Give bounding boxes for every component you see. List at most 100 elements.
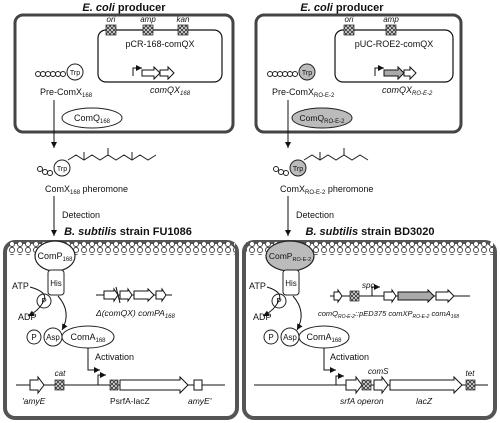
left-kan-site — [177, 24, 189, 36]
right-ori-label: ori — [345, 15, 354, 24]
left-strain-title: B. subtilis strain FU1086 — [64, 226, 192, 238]
svg-text:Trp: Trp — [70, 70, 80, 77]
right-adp-label: ADP — [253, 312, 272, 322]
left-plasmid-name: pCR-168-comQX — [125, 39, 194, 49]
left-amye-part2 — [193, 379, 203, 391]
left-activation-label: Activation — [95, 352, 134, 362]
right-pre-comx-chain: Trp — [267, 63, 316, 81]
left-comq-label: ComQ168 — [74, 113, 111, 125]
right-panel: E. coli producer ori amp pUC-ROE2-comQX … — [242, 2, 497, 420]
left-deletion-mark — [115, 286, 121, 304]
right-isoprenoid-chain — [303, 148, 369, 161]
left-kan-label: kan — [177, 15, 190, 24]
right-phosphotransfer-arrow — [292, 295, 303, 331]
left-amye2-label: amyE' — [188, 396, 212, 406]
svg-text:P: P — [276, 297, 281, 306]
left-comp-label: ComP168 — [37, 251, 73, 263]
right-ori-site — [343, 24, 355, 36]
svg-text:Trp: Trp — [293, 166, 303, 173]
left-cell — [3, 240, 239, 420]
right-tet-box — [465, 379, 476, 391]
left-ori-label: ori — [107, 15, 116, 24]
left-cat-label: cat — [55, 369, 66, 378]
left-comq-enzyme — [61, 107, 123, 129]
left-coma-label: ComA168 — [70, 332, 106, 344]
svg-text:P: P — [41, 297, 46, 306]
right-cluster-promoter — [371, 284, 380, 296]
left-deletion-label: Δ(comQX) comPA168 — [95, 308, 176, 320]
left-his-domain — [47, 269, 65, 296]
right-strain-title: B. subtilis strain BD3020 — [306, 226, 435, 238]
right-plasmid-name: pUC-ROE2-comQX — [355, 39, 434, 49]
right-his-domain — [282, 269, 300, 296]
svg-text:P: P — [31, 333, 36, 342]
right-detection-label: Detection — [296, 210, 334, 220]
right-pre-comx-label: Pre-ComXRO-E-2 — [272, 87, 335, 99]
right-comq-gene — [383, 65, 405, 81]
right-gene-cluster-label: comQRO-E-2::pED375 comXPRO-E-2 comA168 — [318, 309, 459, 320]
right-cluster-gene-1 — [333, 288, 343, 304]
left-cat-box — [54, 379, 65, 391]
left-producer-title: E. coli producer — [82, 2, 166, 14]
left-psrfa-box — [109, 379, 119, 391]
right-pheromone-label: ComXRO-E-2 pheromone — [280, 184, 373, 196]
right-coma-label: ComA168 — [306, 332, 342, 344]
left-producer-box — [13, 13, 235, 134]
right-phospho-asp — [263, 329, 279, 345]
left-del-gene-3 — [133, 287, 155, 303]
right-amp-site — [385, 24, 397, 36]
left-ori-site — [105, 24, 117, 36]
left-del-gene-2 — [119, 287, 133, 303]
svg-text:Trp: Trp — [302, 70, 312, 77]
left-psrfa-label: PsrfA-lacZ — [110, 396, 150, 406]
left-atp-label: ATP — [12, 281, 29, 291]
right-producer-title: E. coli producer — [300, 2, 384, 14]
left-amye-label: 'amyE — [22, 396, 46, 406]
left-pheromone-label: ComX168 pheromone — [45, 184, 128, 196]
left-lacz-gene — [119, 375, 189, 395]
right-srfa-gene-2 — [373, 375, 389, 395]
left-phospho-asp — [26, 329, 42, 345]
svg-text:Asp: Asp — [46, 333, 60, 342]
right-producer-box — [254, 13, 463, 134]
left-amp-label: amp — [140, 15, 156, 24]
right-comx-gene — [403, 65, 417, 81]
right-coma-gene — [435, 288, 455, 304]
right-atp-label: ATP — [249, 281, 266, 291]
left-pheromone: Trp — [37, 148, 157, 177]
left-isoprenoid-chain — [67, 148, 157, 161]
svg-text:Asp: Asp — [283, 333, 297, 342]
left-atp-arrow — [27, 286, 46, 317]
right-tet-label: tet — [466, 369, 476, 378]
left-activation-arrow — [87, 348, 100, 373]
left-pre-comx-chain: Trp — [35, 63, 84, 81]
right-comp-label: ComPRO-E-2 — [269, 251, 311, 263]
left-pre-comx-label: Pre-ComX168 — [40, 87, 93, 99]
right-comqx-gene-label: comQXRO-E-2 — [382, 85, 433, 97]
svg-text:Trp: Trp — [57, 166, 67, 173]
right-comq-enzyme — [291, 107, 353, 129]
left-adp-label: ADP — [18, 312, 37, 322]
left-amp-site — [142, 24, 154, 36]
left-panel: E. coli producer ori amp kan pCR-168-com… — [3, 2, 239, 420]
left-his-label: His — [50, 279, 62, 288]
right-comp-gene — [397, 288, 435, 304]
right-spc-label: spc — [362, 281, 374, 290]
left-promoter-arrow — [132, 65, 142, 76]
right-activation-label: Activation — [330, 352, 369, 362]
svg-text:P: P — [268, 333, 273, 342]
right-amp-label: amp — [383, 15, 399, 24]
right-coms-box — [361, 379, 372, 391]
left-amye-part1 — [29, 375, 45, 395]
right-lacz-label: lacZ — [416, 396, 433, 406]
left-comqx-gene-label: comQX168 — [150, 85, 191, 97]
right-lacz-gene — [389, 375, 463, 395]
left-detection-label: Detection — [62, 210, 100, 220]
right-srfa-gene-1 — [345, 375, 363, 395]
left-phosphotransfer-arrow — [57, 295, 68, 331]
right-comq-label: ComQRO-E-2 — [300, 113, 346, 125]
left-plasmid — [97, 29, 223, 83]
right-spc-box — [349, 290, 360, 302]
right-cluster-gene-2 — [383, 288, 397, 304]
right-srfa-label: srfA operon — [340, 396, 384, 406]
